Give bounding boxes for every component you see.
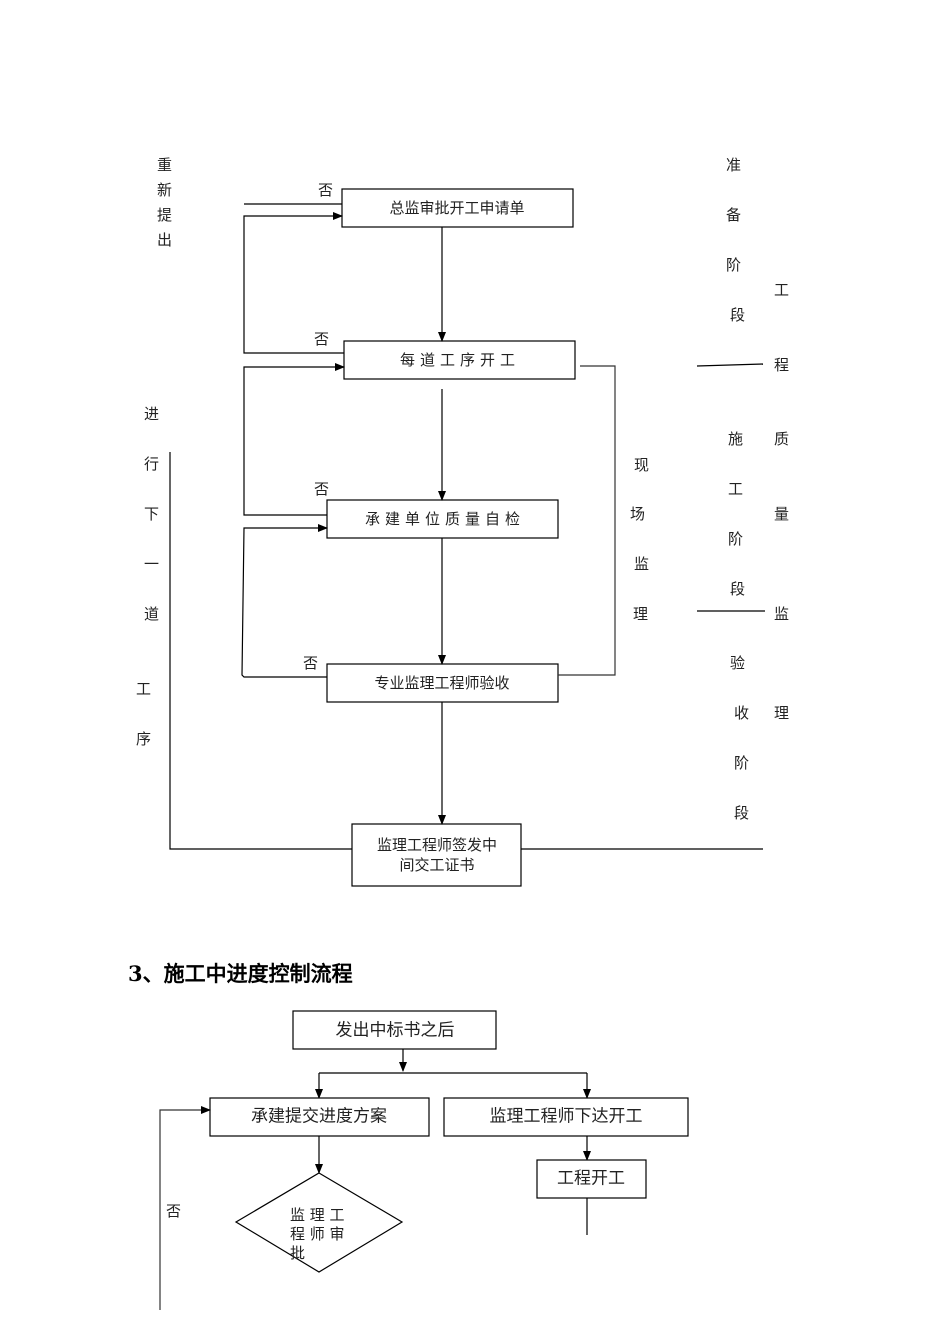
no-label: 否 (314, 480, 329, 498)
label-char: 段 (730, 580, 745, 598)
section-heading: 3、施工中进度控制流程 (128, 961, 353, 986)
node-engineer-acceptance-label: 专业监理工程师验收 (374, 674, 509, 692)
label-char: 进 (144, 405, 159, 423)
node-each-process-start-label: 每道工序开工 (400, 351, 520, 369)
node-project-start-label: 工程开工 (557, 1169, 625, 1189)
node-engineer-acceptance: 专业监理工程师验收 (326, 663, 559, 703)
construction-phase-label: 施 工 阶 段 (728, 430, 745, 598)
node-submit-schedule: 承建提交进度方案 (209, 1097, 430, 1137)
label-char: 程 (774, 356, 789, 374)
node-issue-certificate-line2: 间交工证书 (399, 856, 474, 874)
label-char: 监 (774, 605, 789, 623)
label-char: 准 (726, 156, 741, 174)
label-char: 质 (774, 430, 789, 448)
no-label: 否 (303, 654, 318, 672)
node-after-bid-label: 发出中标书之后 (336, 1021, 455, 1041)
node-each-process-start: 每道工序开工 (343, 340, 576, 380)
label-char: 新 (157, 181, 172, 199)
label-char: 理 (774, 704, 789, 722)
node-submit-schedule-label: 承建提交进度方案 (251, 1107, 387, 1127)
phase-divider-1 (696, 363, 764, 367)
loop-no-from-selfcheck (243, 363, 345, 516)
node-approve-application-label: 总监审批开工申请单 (389, 199, 524, 217)
node-issue-start-order-label: 监理工程师下达开工 (490, 1107, 643, 1127)
label-char: 工 (774, 281, 789, 299)
site-supervision-bracket (558, 365, 616, 676)
site-supervision-label: 现 场 监 理 (630, 456, 649, 623)
label-char: 工 (136, 680, 151, 698)
label-char: 下 (144, 505, 159, 523)
node-contractor-self-check: 承建单位质量自检 (326, 499, 559, 539)
label-char: 工 (728, 480, 743, 498)
label-char: 现 (634, 456, 649, 474)
label-char: 备 (726, 206, 741, 224)
label-char: 收 (734, 704, 749, 722)
label-char: 序 (136, 730, 151, 748)
loop-no-schedule (159, 1106, 211, 1310)
acceptance-phase-label: 验 收 阶 段 (730, 654, 749, 822)
label-char: 场 (630, 505, 645, 523)
label-char: 量 (774, 505, 789, 523)
next-process-line (169, 452, 352, 850)
label-char: 验 (730, 654, 745, 672)
label-char: 段 (734, 804, 749, 822)
node-after-bid: 发出中标书之后 (292, 1010, 497, 1050)
node-issue-certificate: 监理工程师签发中 间交工证书 (351, 823, 522, 887)
no-label: 否 (166, 1202, 181, 1220)
label-char: 施 (728, 430, 743, 448)
no-label: 否 (314, 330, 329, 348)
node-issue-start-order: 监理工程师下达开工 (443, 1097, 689, 1137)
label-char: 道 (144, 605, 159, 623)
node-issue-certificate-line1: 监理工程师签发中 (377, 836, 497, 854)
label-char: 段 (730, 306, 745, 324)
label-char: 监 (634, 555, 649, 573)
label-char: 阶 (728, 530, 743, 548)
label-char: 阶 (734, 754, 749, 772)
node-engineer-review-line1: 监 理 工 (290, 1206, 345, 1224)
node-project-start: 工程开工 (536, 1159, 647, 1199)
label-char: 理 (633, 605, 648, 623)
label-char: 阶 (726, 256, 741, 274)
resubmit-label: 重 新 提 出 (157, 156, 172, 249)
next-process-label: 进 行 下 一 道 工 序 (136, 405, 159, 748)
quality-flowchart: 总监审批开工申请单 每道工序开工 承建单位质量自检 专业监理工程师验收 监理工程… (136, 156, 789, 887)
label-char: 重 (157, 156, 172, 174)
preparation-phase-label: 准 备 阶 段 (726, 156, 745, 324)
quality-supervision-label: 工 程 质 量 监 理 (774, 281, 789, 722)
label-char: 出 (157, 231, 172, 249)
loop-no-from-start (243, 212, 344, 354)
node-engineer-review: 监 理 工 程 师 审 批 (234, 1172, 404, 1273)
node-engineer-review-line2: 程 师 审 (290, 1225, 345, 1243)
node-approve-application: 总监审批开工申请单 (341, 188, 574, 228)
no-label: 否 (318, 181, 333, 199)
node-engineer-review-line3: 批 (290, 1244, 305, 1262)
loop-no-from-acceptance (241, 524, 328, 678)
label-char: 行 (144, 455, 159, 473)
label-char: 一 (144, 555, 159, 573)
label-char: 提 (157, 206, 172, 224)
schedule-flowchart: 发出中标书之后 承建提交进度方案 监理工程师下达开工 工程开工 监 理 工 程 … (159, 1010, 689, 1310)
node-contractor-self-check-label: 承建单位质量自检 (365, 510, 525, 528)
